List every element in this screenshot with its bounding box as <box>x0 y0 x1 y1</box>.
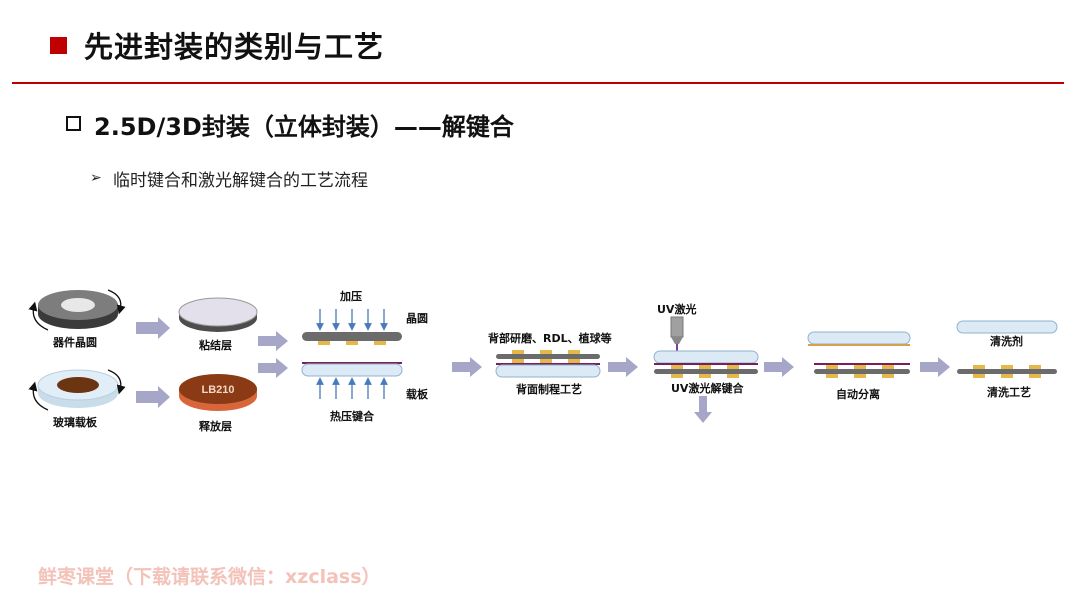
wafer-label: 晶圆 <box>406 312 428 325</box>
backside-ops-label: 背部研磨、RDL、植球等 <box>488 332 612 345</box>
pressure-arrows-top <box>316 309 388 331</box>
auto-separate-stack <box>807 331 911 378</box>
uv-debond-stack <box>653 316 759 378</box>
flow-arrow <box>920 357 950 377</box>
flow-arrow <box>258 358 288 378</box>
device-wafer-icon <box>28 289 126 331</box>
subtitle-checkbox-icon <box>66 116 81 131</box>
release-layer-label: 释放层 <box>199 420 232 433</box>
bullet-arrow-icon: ➢ <box>90 170 102 186</box>
thermo-bond-label: 热压键合 <box>330 410 374 423</box>
carrier-label: 载板 <box>406 388 428 401</box>
uv-laser-label: UV激光 <box>657 303 697 316</box>
cleaning-agent-label: 清洗剂 <box>990 335 1023 348</box>
pressure-arrows-bottom <box>316 377 388 399</box>
title-divider <box>12 82 1064 84</box>
cleaning-stack <box>956 320 1058 378</box>
adhesive-layer-label: 粘结层 <box>199 339 232 352</box>
cleaning-process-label: 清洗工艺 <box>987 386 1031 399</box>
backside-process-label: 背面制程工艺 <box>516 383 582 396</box>
bullet-text: 临时键合和激光解键合的工艺流程 <box>113 171 368 191</box>
release-code-label: LB210 <box>201 384 234 396</box>
flow-arrow <box>764 357 794 377</box>
adhesive-layer-icon <box>178 297 258 332</box>
uv-laser-head-icon <box>670 316 684 364</box>
glass-carrier-label: 玻璃载板 <box>53 416 97 429</box>
flow-arrow <box>452 357 482 377</box>
watermark: 鲜枣课堂（下载请联系微信：xzclass） <box>38 566 381 588</box>
glass-carrier-icon <box>28 369 126 411</box>
section-subtitle: 2.5D/3D封装（立体封装）——解键合 <box>94 113 514 141</box>
down-arrow <box>694 396 712 423</box>
flow-arrow <box>608 357 638 377</box>
backside-process-stack <box>495 350 601 378</box>
flow-arrow <box>136 317 170 339</box>
release-layer-icon <box>179 374 257 411</box>
flow-arrow <box>258 331 288 351</box>
page-title: 先进封装的类别与工艺 <box>84 30 385 64</box>
title-marker <box>50 37 67 54</box>
thermo-bond-stack <box>301 309 403 399</box>
device-wafer-label: 器件晶圆 <box>53 336 97 349</box>
auto-separate-label: 自动分离 <box>836 388 880 401</box>
flow-arrow <box>136 386 170 408</box>
pressure-label: 加压 <box>340 290 362 303</box>
uv-debond-label: UV激光解键合 <box>671 382 744 395</box>
